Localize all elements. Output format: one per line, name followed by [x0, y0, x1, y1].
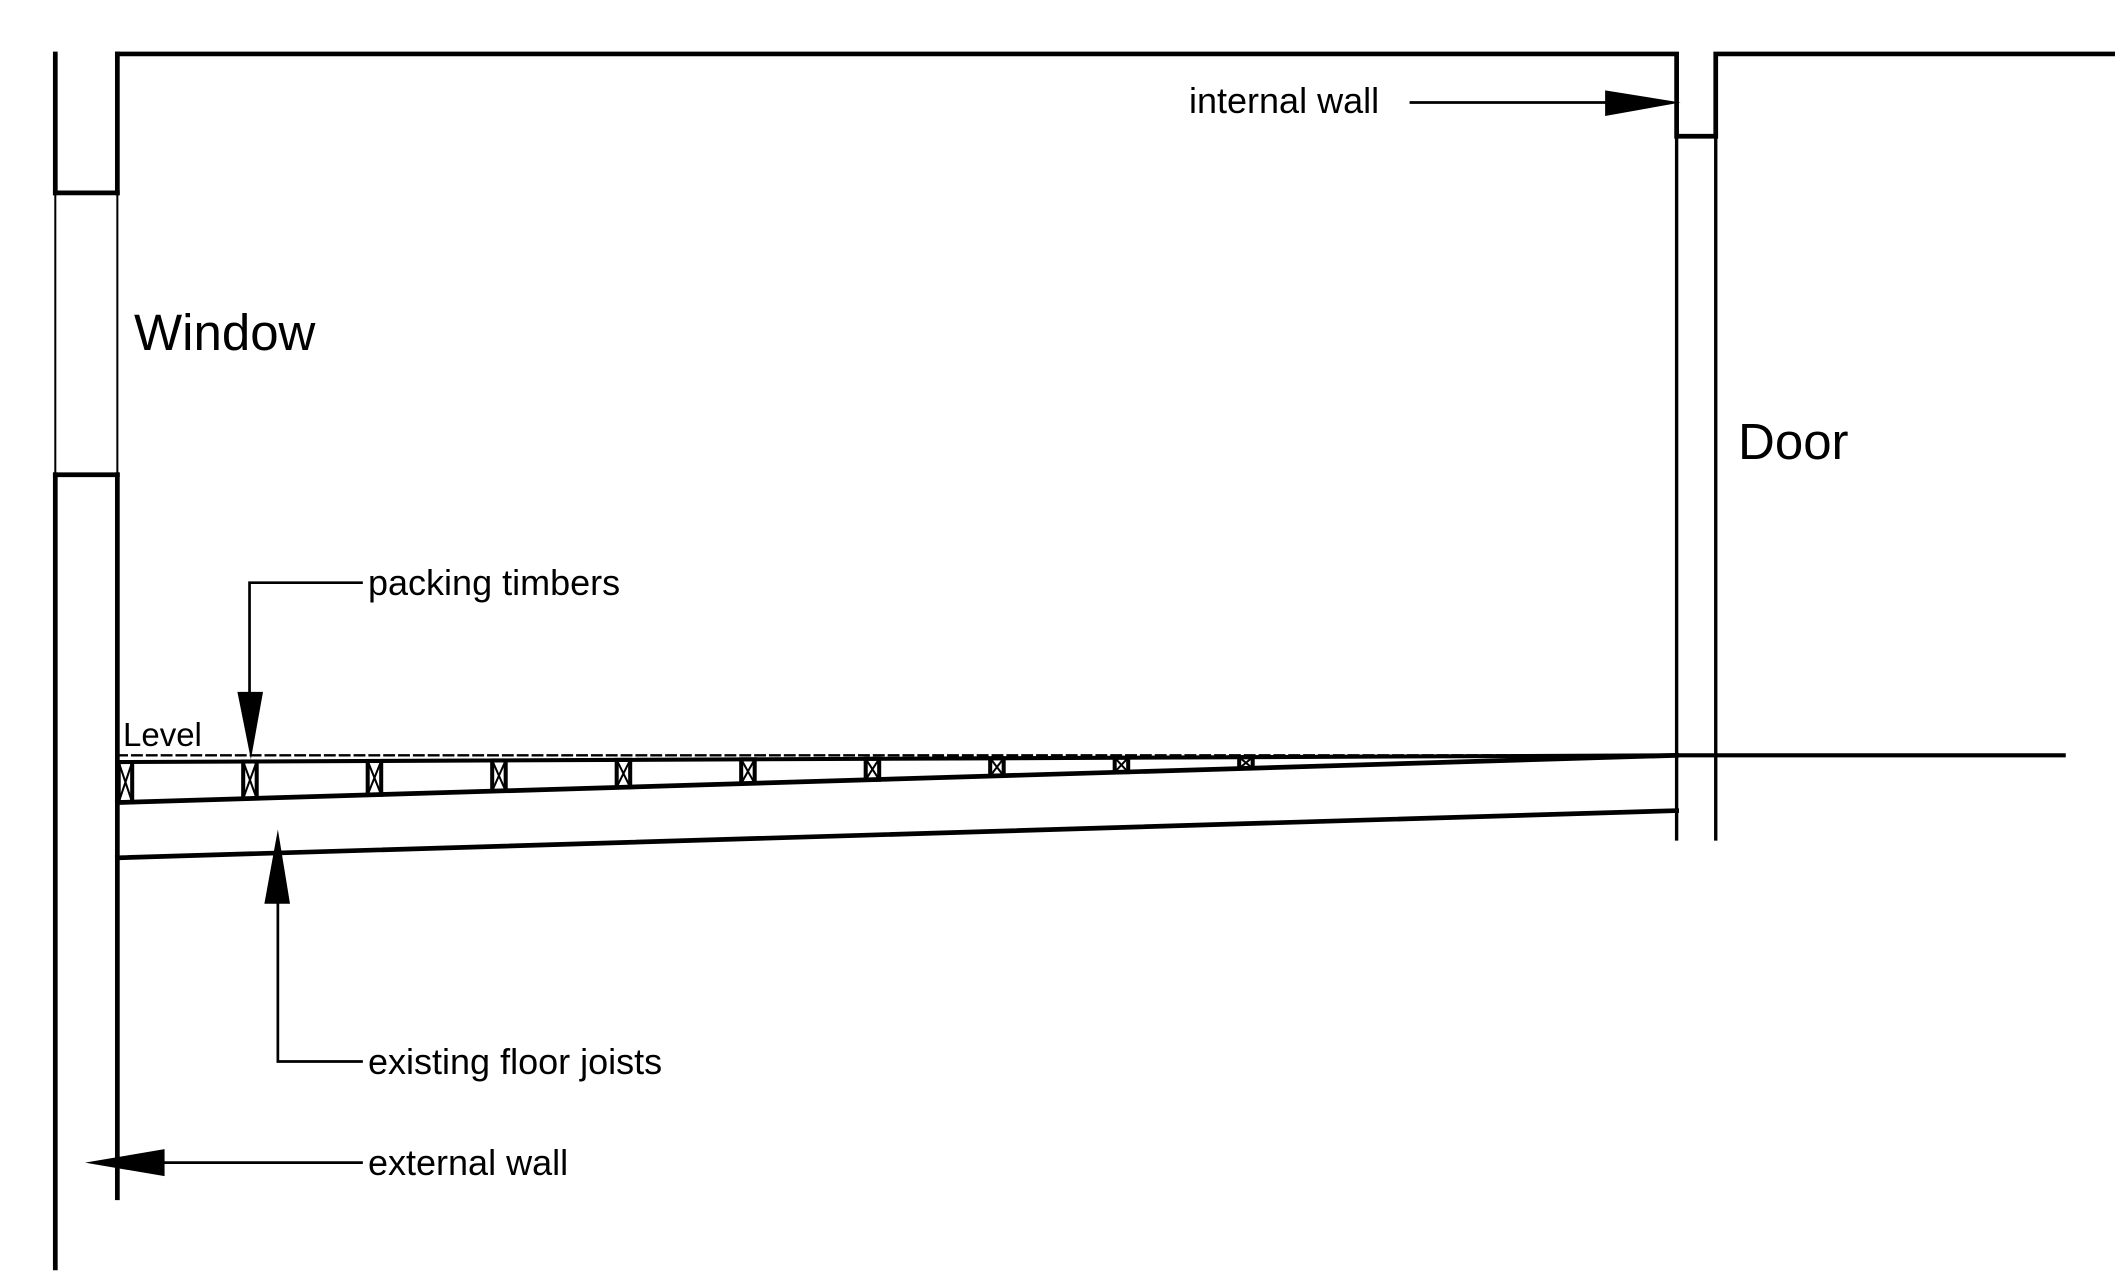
door-label: Door: [1738, 413, 1849, 470]
packing-timber: [490, 758, 508, 793]
packing-timber: [614, 757, 633, 790]
packing-timbers-leader: [248, 581, 363, 703]
packing-timber: [365, 758, 384, 797]
packing-timbers-arrowhead: [237, 691, 264, 760]
packing-timber: [241, 759, 259, 801]
external-wall: [52, 51, 120, 1271]
existing-floor-joists-label: existing floor joists: [368, 1041, 663, 1082]
packing-timbers-label: packing timbers: [368, 562, 621, 603]
packing-timber: [1112, 755, 1131, 775]
packing-timber: [988, 756, 1006, 778]
internal-wall-arrowhead: [1605, 90, 1681, 116]
floor-joists-leader: [276, 888, 363, 1063]
floor-joists-arrowhead: [264, 829, 291, 904]
packing-timbers: [116, 755, 1255, 805]
external-wall-arrowhead: [84, 1149, 165, 1177]
internal-wall: [114, 51, 2115, 139]
internal-wall-label: internal wall: [1189, 80, 1380, 121]
packing-timber: [1237, 755, 1255, 771]
packing-timber: [739, 757, 757, 786]
packing-timber: [116, 760, 135, 805]
joist-bottom-line: [114, 808, 1680, 861]
door-opening: [1674, 134, 1718, 841]
window-opening: [54, 191, 119, 476]
window-label: Window: [134, 304, 316, 361]
packing-timber: [863, 756, 882, 782]
external-wall-label: external wall: [368, 1142, 569, 1183]
level-label: Level: [123, 716, 202, 753]
